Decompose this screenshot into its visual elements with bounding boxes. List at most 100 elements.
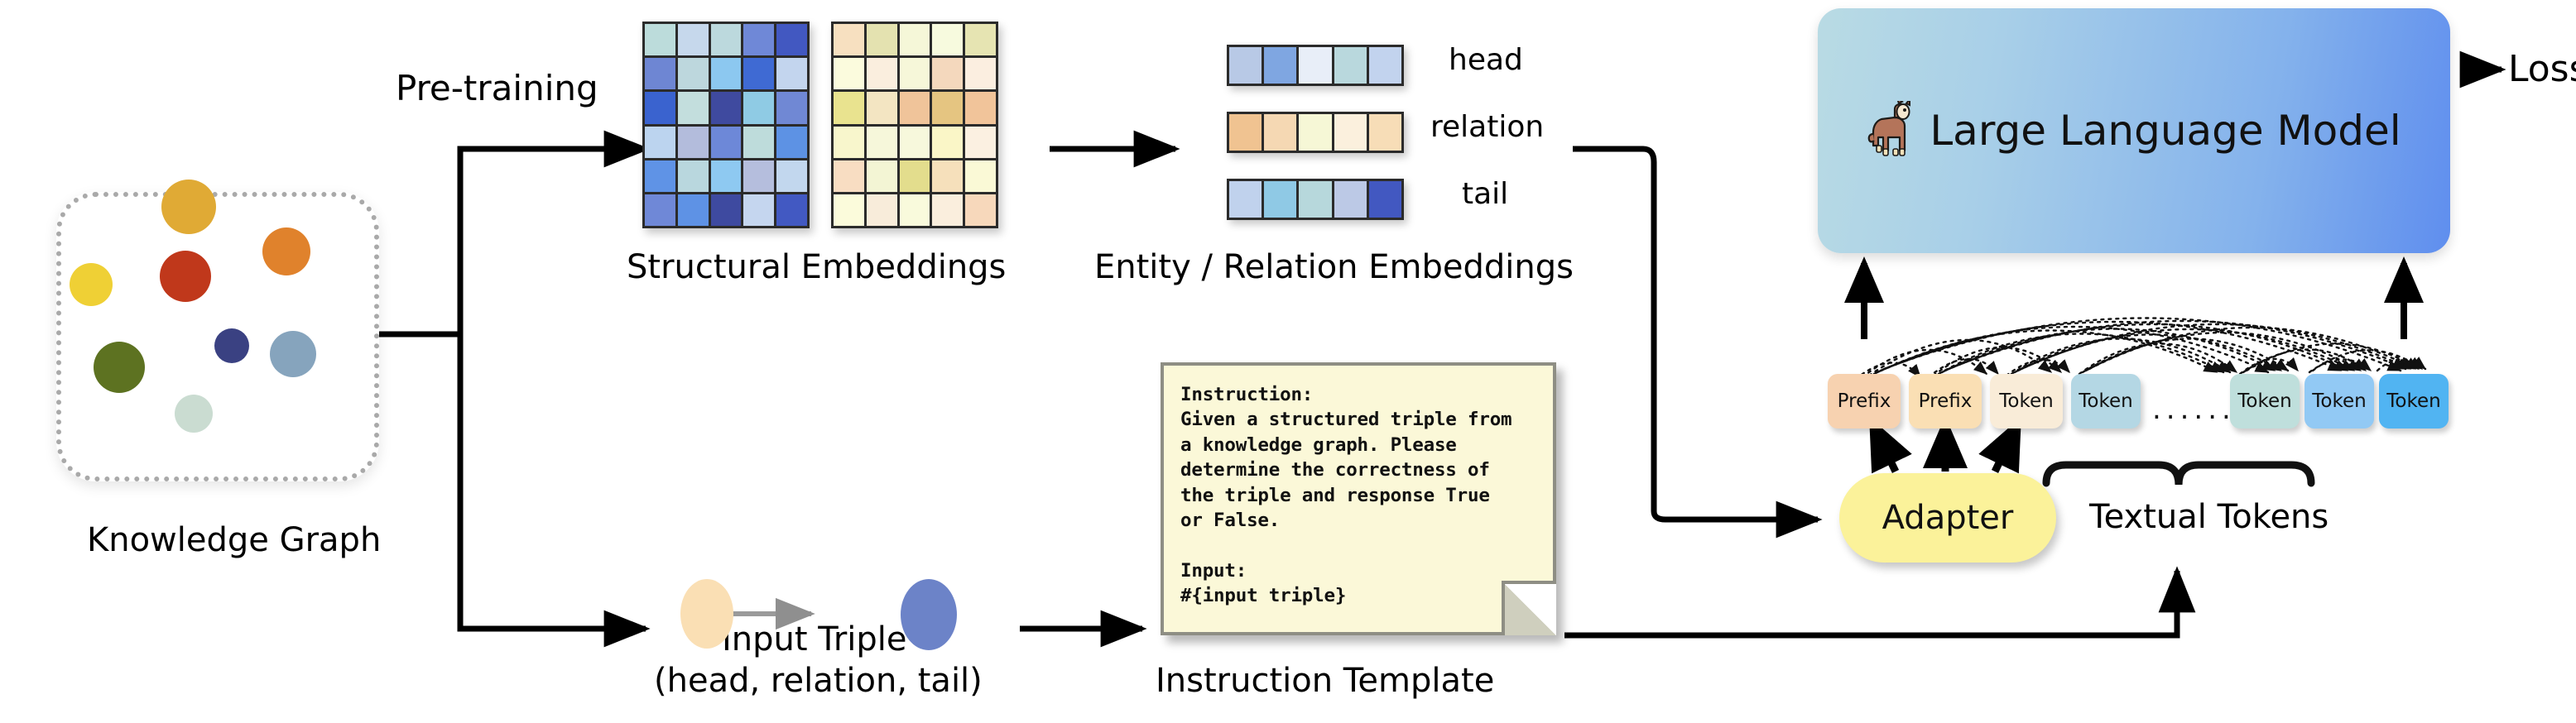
triple-head-node: [680, 579, 733, 649]
matrix-cell: [899, 160, 930, 192]
note-fold-corner: [1502, 581, 1556, 635]
matrix-cell: [677, 194, 709, 226]
matrix-cell: [932, 24, 964, 56]
matrix-cell: [866, 194, 897, 226]
vector-cell: [1229, 114, 1262, 151]
instruction-template-note: Instruction: Given a structured triple f…: [1161, 362, 1556, 635]
matrix-cell: [866, 92, 897, 124]
matrix-cell: [776, 194, 807, 226]
entity-relation-embeddings-label: Entity / Relation Embeddings: [1094, 248, 1574, 286]
structural-embeddings-label: Structural Embeddings: [627, 248, 1007, 286]
matrix-cell: [932, 58, 964, 90]
llama-icon: [1867, 101, 1911, 156]
node-navy: [214, 328, 249, 363]
vector-cell: [1229, 47, 1262, 84]
embedding-vector-tail: [1227, 179, 1404, 220]
matrix-cell: [677, 24, 709, 56]
large-language-model-box: Large Language Model: [1818, 8, 2450, 253]
vector-cell: [1334, 47, 1367, 84]
textual-tokens-label: Textual Tokens: [2089, 498, 2329, 536]
matrix-cell: [866, 126, 897, 158]
embedding-row-label-tail: tail: [1462, 177, 1509, 211]
node-yellow: [70, 263, 113, 306]
prefix-token-2-label: Prefix: [1918, 390, 1973, 412]
matrix-cell: [834, 160, 864, 192]
matrix-cell: [710, 58, 742, 90]
matrix-cell: [965, 160, 996, 192]
textual-token-2[interactable]: Token: [2230, 374, 2300, 429]
vector-cell: [1264, 114, 1297, 151]
matrix-cell: [677, 58, 709, 90]
matrix-cell: [776, 160, 807, 192]
matrix-cell: [834, 194, 864, 226]
matrix-cell: [899, 58, 930, 90]
vector-cell: [1299, 114, 1332, 151]
textual-token-4[interactable]: Token: [2379, 374, 2449, 429]
matrix-cell: [965, 92, 996, 124]
input-triple-sublabel: (head, relation, tail): [654, 662, 983, 700]
textual-token-3[interactable]: Token: [2304, 374, 2374, 429]
textual-token-4-label: Token: [2386, 390, 2441, 412]
prefix-token-3[interactable]: Token: [1990, 374, 2063, 429]
matrix-cell: [932, 160, 964, 192]
matrix-cell: [932, 194, 964, 226]
matrix-cell: [866, 58, 897, 90]
matrix-cell: [932, 92, 964, 124]
matrix-cell: [932, 126, 964, 158]
matrix-cell: [899, 24, 930, 56]
vector-cell: [1368, 114, 1401, 151]
matrix-cell: [965, 24, 996, 56]
node-mint: [175, 395, 213, 433]
node-olive: [94, 342, 145, 393]
adapter-label: Adapter: [1882, 499, 2014, 537]
matrix-cell: [677, 160, 709, 192]
token-ellipsis: ......: [2152, 393, 2236, 426]
matrix-cell: [965, 194, 996, 226]
matrix-cell: [645, 92, 675, 124]
matrix-cell: [743, 126, 775, 158]
matrix-cell: [743, 194, 775, 226]
matrix-cell: [834, 58, 864, 90]
embedding-row-label-relation: relation: [1430, 110, 1545, 144]
vector-cell: [1229, 181, 1262, 218]
matrix-cell: [899, 126, 930, 158]
embedding-vector-relation: [1227, 112, 1404, 153]
structural-embedding-matrix-relation: [831, 22, 998, 228]
prefix-token-1-label: Prefix: [1837, 390, 1891, 412]
vector-cell: [1334, 181, 1367, 218]
textual-token-1[interactable]: Token: [2071, 374, 2141, 429]
node-gold-top: [161, 180, 216, 234]
matrix-cell: [710, 160, 742, 192]
llm-label: Large Language Model: [1930, 107, 2401, 155]
embedding-vector-head: [1227, 45, 1404, 86]
knowledge-graph-label: Knowledge Graph: [87, 521, 382, 559]
node-orange: [262, 227, 310, 275]
instruction-template-label: Instruction Template: [1156, 662, 1495, 700]
matrix-cell: [965, 58, 996, 90]
matrix-cell: [834, 24, 864, 56]
prefix-token-1[interactable]: Prefix: [1828, 374, 1901, 429]
instruction-template-text: Instruction: Given a structured triple f…: [1180, 384, 1512, 606]
matrix-cell: [710, 126, 742, 158]
matrix-cell: [834, 92, 864, 124]
prefix-token-2[interactable]: Prefix: [1909, 374, 1982, 429]
input-triple-label: Input Triple: [722, 620, 907, 658]
textual-token-3-label: Token: [2312, 390, 2367, 412]
vector-cell: [1368, 181, 1401, 218]
adapter-box[interactable]: Adapter: [1839, 473, 2056, 563]
matrix-cell: [776, 126, 807, 158]
matrix-cell: [710, 92, 742, 124]
prefix-token-3-label: Token: [1999, 390, 2054, 412]
matrix-cell: [743, 58, 775, 90]
matrix-cell: [743, 160, 775, 192]
matrix-cell: [677, 92, 709, 124]
matrix-cell: [899, 92, 930, 124]
vector-cell: [1264, 181, 1297, 218]
textual-token-2-label: Token: [2237, 390, 2292, 412]
vector-cell: [1368, 47, 1401, 84]
vector-cell: [1299, 181, 1332, 218]
vector-cell: [1264, 47, 1297, 84]
node-red: [160, 251, 211, 302]
matrix-cell: [743, 92, 775, 124]
matrix-cell: [710, 194, 742, 226]
